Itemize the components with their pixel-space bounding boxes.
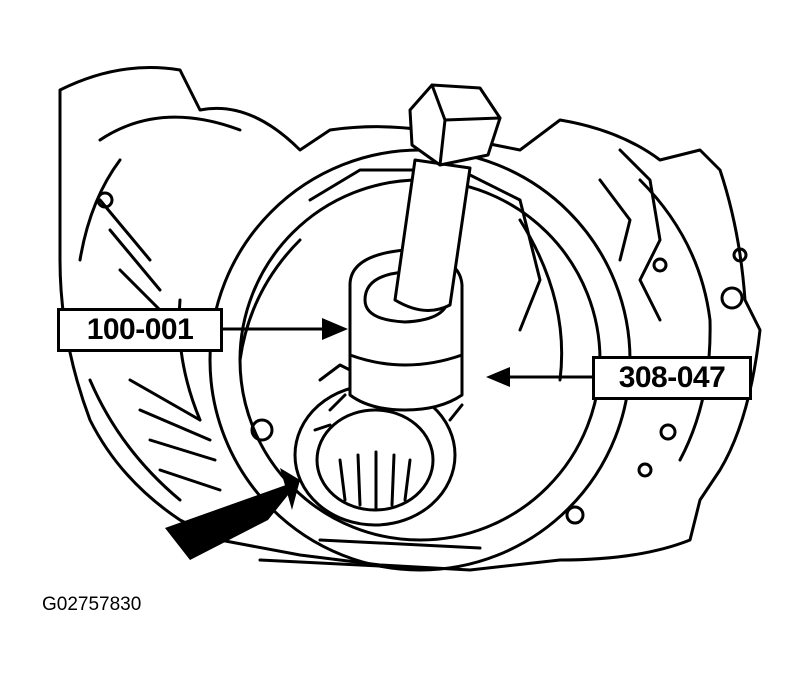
callout-label: 308-047 <box>618 361 726 394</box>
adapter-hex-facets <box>430 83 502 167</box>
bolt-hole <box>720 286 744 310</box>
right-bracket <box>598 148 662 322</box>
gear-shell-inner <box>315 408 435 512</box>
callout-adapter-100-001: 100-001 <box>57 308 223 352</box>
gear-splines <box>338 450 412 510</box>
figure-id: G02757830 <box>42 594 142 615</box>
bolt-hole <box>652 257 668 273</box>
clutch-ribs <box>98 198 222 492</box>
callout-label: 100-001 <box>86 313 194 346</box>
housing-inner-ring <box>78 115 712 502</box>
bolt-hole <box>637 462 653 478</box>
bolt-hole <box>565 505 585 525</box>
large-direction-arrow <box>165 480 300 560</box>
large-direction-arrow-head <box>280 468 300 510</box>
arrow-head-308-047 <box>486 367 510 387</box>
callout-tool-308-047: 308-047 <box>592 356 752 400</box>
bolt-hole <box>732 247 748 263</box>
housing-outline <box>58 66 762 572</box>
bolt-hole <box>250 418 274 442</box>
bolt-hole <box>96 191 114 209</box>
bottom-line <box>258 538 482 570</box>
adapter-bar <box>393 158 472 312</box>
tool-lower-ring <box>348 353 464 367</box>
arrow-head-100-001 <box>322 318 348 340</box>
bolt-hole <box>659 423 677 441</box>
adapter-hex-head <box>408 83 502 167</box>
drum-plate <box>308 168 542 332</box>
